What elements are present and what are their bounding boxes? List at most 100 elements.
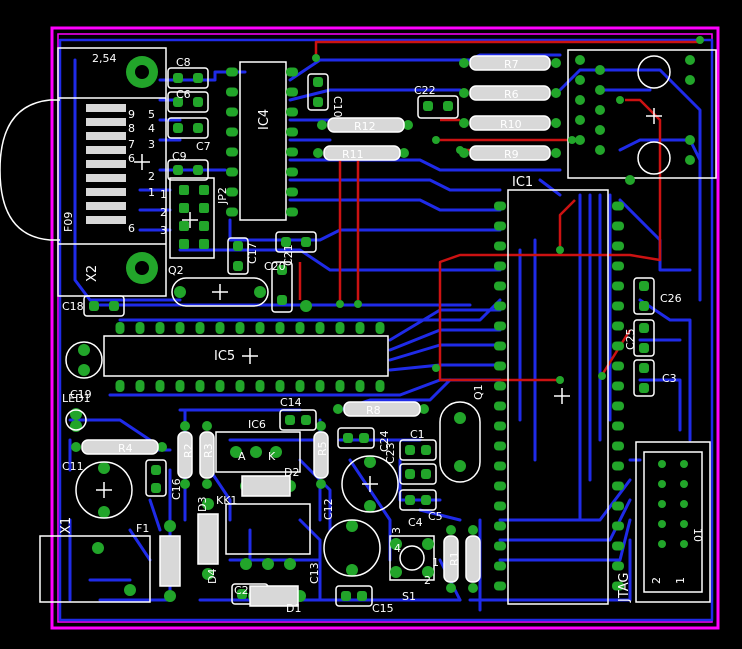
label-ic6: IC6: [248, 418, 266, 431]
through-hole-pad: [270, 446, 282, 458]
through-hole-pad: [454, 412, 466, 424]
label-ic1: IC1: [512, 175, 533, 190]
label-ic4: IC4: [257, 109, 272, 130]
jp2-pad: [199, 239, 209, 249]
ic5-pad: [155, 380, 165, 392]
capacitor-pad: [639, 281, 649, 291]
label-s1-pin-1: 1: [432, 556, 439, 569]
ic5-pad: [215, 322, 225, 334]
resistor-pad: [180, 421, 190, 431]
label-c4: C4: [408, 516, 423, 529]
label-jtag-pin-1: 1: [674, 577, 687, 584]
jp2-pad: [179, 239, 189, 249]
q1-body: [439, 401, 481, 483]
ic1-pad: [494, 261, 506, 271]
ic4-pad: [286, 167, 298, 177]
ic4-pad: [226, 207, 238, 217]
capacitor-pad: [173, 97, 183, 107]
jp2-pad: [179, 203, 189, 213]
resistor-pad: [459, 118, 469, 128]
ic4-pad: [286, 107, 298, 117]
ic4-pad: [286, 187, 298, 197]
capacitor-pad: [281, 237, 291, 247]
x1-body: [39, 535, 151, 603]
capacitor-pad: [359, 433, 369, 443]
label-f1: F1: [136, 522, 149, 535]
resistor-pad: [316, 479, 326, 489]
label-r7: R7: [504, 58, 519, 71]
ic5-pad: [235, 322, 245, 334]
through-hole-pad: [202, 568, 214, 580]
ic1-pad: [494, 381, 506, 391]
ic4-pad: [226, 67, 238, 77]
ic5-pad: [355, 380, 365, 392]
through-hole-pad: [98, 506, 110, 518]
label-ic6-a: A: [238, 450, 246, 463]
diode-symbols: [159, 475, 299, 607]
through-hole-pad: [174, 286, 186, 298]
ic5-pad: [175, 322, 185, 334]
ic4-body: [239, 61, 287, 221]
label-jp2-pin-1: 1: [160, 188, 167, 201]
rj-pad: [575, 135, 585, 145]
label-x1: X1: [59, 517, 74, 534]
capacitor-pad: [173, 165, 183, 175]
ic1-pad: [612, 341, 624, 351]
jp2-pad: [199, 221, 209, 231]
through-hole-pad: [364, 456, 376, 468]
label-jtag-pin-10: 10: [691, 528, 704, 542]
resistor-pad: [551, 148, 561, 158]
resistor-pad: [202, 421, 212, 431]
through-hole-pad: [254, 286, 266, 298]
resistor-pad: [459, 58, 469, 68]
jp2-pad: [199, 203, 209, 213]
ic1-pad: [612, 301, 624, 311]
capacitor-pad: [285, 415, 295, 425]
ic1-pad: [612, 221, 624, 231]
capacitor-pad: [421, 469, 431, 479]
capacitor-pad: [405, 495, 415, 505]
label-q1: Q1: [472, 384, 485, 400]
label-c9: C9: [172, 150, 187, 163]
label-s1: S1: [402, 590, 416, 603]
capacitor-pad: [421, 495, 431, 505]
ic4-pad: [226, 187, 238, 197]
label-x2: X2: [85, 265, 100, 282]
capacitor-pad: [173, 123, 183, 133]
ic5-pad: [155, 322, 165, 334]
rj-pad: [625, 175, 635, 185]
ic4-pad: [286, 127, 298, 137]
through-hole-pad: [454, 460, 466, 472]
label-c26: C26: [660, 292, 682, 305]
jtag-pad: [680, 540, 688, 548]
through-hole-pad: [78, 364, 90, 376]
label-c3: C3: [662, 372, 677, 385]
resistor-pad: [446, 525, 456, 535]
resistor-pad: [180, 479, 190, 489]
through-hole-pad: [240, 558, 252, 570]
capacitor-pad: [639, 363, 649, 373]
label-c15: C15: [372, 602, 394, 615]
label-kk1: KK1: [216, 494, 237, 507]
resistor-pad: [157, 442, 167, 452]
ic5-pad: [315, 322, 325, 334]
jp2-pad: [179, 221, 189, 231]
part-bodies: [0, 47, 717, 605]
resistor-pad: [403, 120, 413, 130]
ic5-pad: [215, 380, 225, 392]
label-pin-3: 3: [148, 138, 155, 151]
through-hole-pad: [422, 566, 434, 578]
label-d4: D4: [206, 569, 219, 584]
label-c8: C8: [176, 56, 191, 69]
label-r4: R4: [118, 442, 133, 455]
label-c11: C11: [62, 460, 84, 473]
ic1-pad: [494, 501, 506, 511]
label-q2: Q2: [168, 264, 184, 277]
db9-connector: [0, 99, 60, 241]
label-s1-pin-3: 3: [390, 527, 403, 534]
capacitor-pad: [233, 261, 243, 271]
ic1-pad: [494, 521, 506, 531]
rj-pad: [595, 65, 605, 75]
ic4-pad: [226, 87, 238, 97]
